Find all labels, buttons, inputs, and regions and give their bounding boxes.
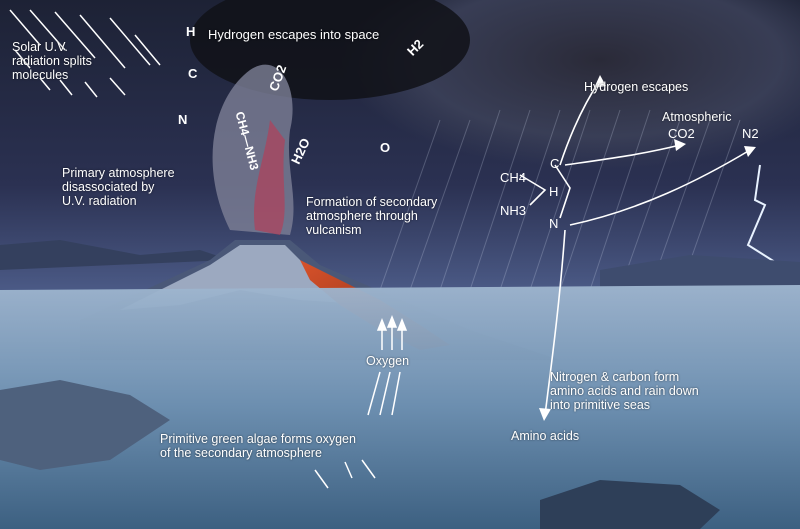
- chem-nh3: NH3: [500, 203, 527, 218]
- algae-label: Primitive green algae forms oxygen of th…: [160, 432, 356, 460]
- chem-ch4: CH4: [500, 170, 527, 185]
- foreground-rocks: [540, 480, 720, 529]
- oxygen-arrows: [314, 314, 408, 489]
- plume-symbol-c: C: [188, 66, 198, 81]
- arrowheads: [539, 75, 756, 421]
- primary-atmosphere-label: Primary atmosphere disassociated by U.V.…: [62, 166, 175, 208]
- amino-acids-label: Amino acids: [511, 429, 580, 443]
- plume-symbol-n: N: [178, 112, 188, 127]
- chem-n2: N2: [742, 126, 759, 141]
- lightning-bolt: [746, 164, 777, 271]
- chemistry-arrows: [519, 79, 751, 416]
- plume-symbol-o: O: [380, 140, 391, 155]
- hydrogen-escapes-label: Hydrogen escapes: [584, 80, 689, 94]
- atmospheric-label: Atmospheric: [662, 110, 732, 124]
- nitrogen-carbon-label: Nitrogen & carbon form amino acids and r…: [550, 370, 699, 412]
- chem-c: C: [550, 156, 560, 171]
- hydrogen-escapes-space-label: Hydrogen escapes into space: [208, 27, 380, 42]
- shore-rocks: [0, 380, 170, 470]
- sea: [0, 285, 800, 529]
- oxygen-label: Oxygen: [366, 354, 410, 368]
- plume-symbol-h: H: [186, 24, 196, 39]
- rain: [379, 109, 741, 291]
- uv-rays: [9, 9, 161, 98]
- right-hills: [600, 255, 800, 290]
- chem-n: N: [549, 216, 559, 231]
- chem-h: H: [549, 184, 559, 199]
- solar-uv-label: Solar U.V. radiation splits molecules: [12, 40, 92, 82]
- chem-co2: CO2: [668, 126, 695, 141]
- secondary-atmosphere-label: Formation of secondary atmosphere throug…: [306, 195, 438, 237]
- distant-hills: [0, 240, 230, 270]
- lava-plume: [253, 120, 285, 235]
